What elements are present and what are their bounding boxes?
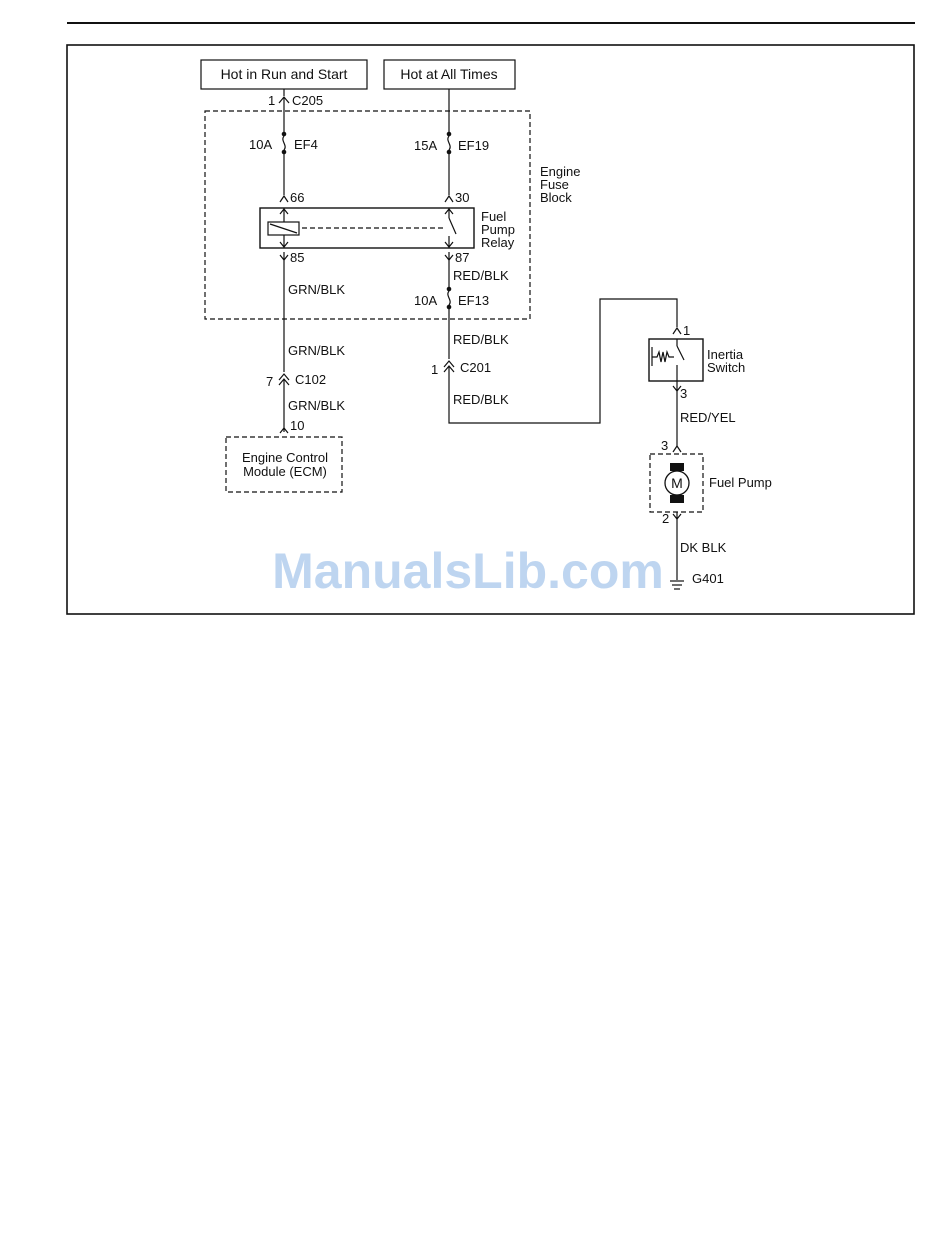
wire-grn-blk-1: GRN/BLK [288,282,345,297]
ecm-label-1: Engine Control [242,450,328,465]
inertia-switch-pin-out: 3 [680,386,687,401]
source-label-run-start: Hot in Run and Start [221,66,348,82]
inertia-switch-label-2: Switch [707,360,745,375]
wire-grn-blk-3: GRN/BLK [288,398,345,413]
fuse-ef13 [447,287,452,310]
fuse-ef4-label: EF4 [294,137,318,152]
fuse-ef13-rating: 10A [414,293,437,308]
relay-pin-87: 87 [455,250,469,265]
connector-c102-pin: 7 [266,374,273,389]
wire-red-blk-3: RED/BLK [453,392,509,407]
fuse-ef13-label: EF13 [458,293,489,308]
connector-c201-label: C201 [460,360,491,375]
relay-pin-85: 85 [290,250,304,265]
watermark: ManualsLib.com [272,543,664,599]
wire-red-blk-2: RED/BLK [453,332,509,347]
wire-grn-blk-2: GRN/BLK [288,343,345,358]
wire-red-yel: RED/YEL [680,410,736,425]
fuse-ef4-rating: 10A [249,137,272,152]
fuse-ef19 [447,132,452,155]
ground-label: G401 [692,571,724,586]
connector-c205-pin: 1 [268,93,275,108]
fuse-ef19-label: EF19 [458,138,489,153]
connector-c205 [279,97,289,106]
ground-icon [670,581,684,589]
inertia-switch-pin-in: 1 [683,323,690,338]
fuel-pump-pin-in: 3 [661,438,668,453]
relay-pin-66: 66 [290,190,304,205]
wire-dk-blk: DK BLK [680,540,727,555]
fuel-pump-pin-out: 2 [662,511,669,526]
source-label-all-times: Hot at All Times [400,66,497,82]
inertia-switch [649,339,703,381]
ecm-pin: 10 [290,418,304,433]
diagram-frame [67,45,914,614]
ecm-label-2: Module (ECM) [243,464,327,479]
relay-label-3: Relay [481,235,515,250]
relay-pin-30: 30 [455,190,469,205]
fuse-ef4 [282,132,287,155]
fuel-pump-motor-label: M [671,475,683,491]
fuse-ef19-rating: 15A [414,138,437,153]
fuel-pump-label: Fuel Pump [709,475,772,490]
connector-c205-label: C205 [292,93,323,108]
wire-red-blk-1: RED/BLK [453,268,509,283]
connector-c201-pin: 1 [431,362,438,377]
fuse-block-label-3: Block [540,190,572,205]
connector-c102-label: C102 [295,372,326,387]
